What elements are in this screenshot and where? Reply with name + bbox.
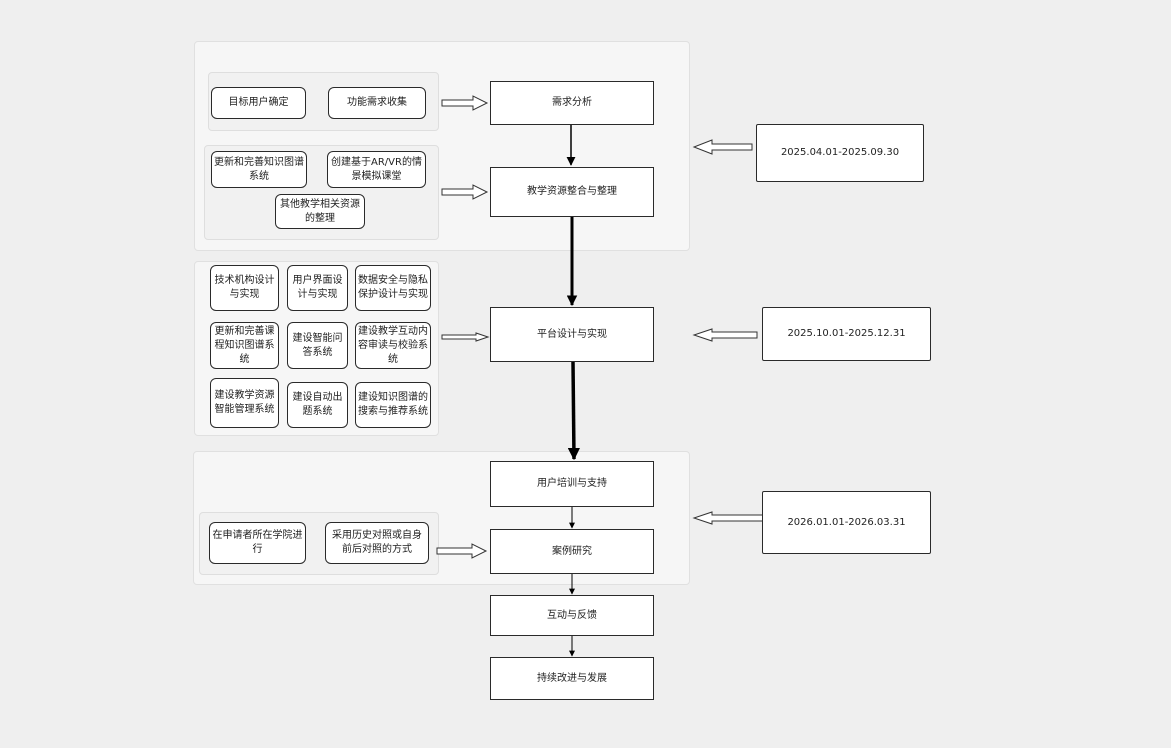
task-kg-search[interactable]: 建设知识图谱的搜索与推荐系统 — [355, 382, 431, 428]
task-ui-design[interactable]: 用户界面设计与实现 — [287, 265, 348, 311]
task-ar-vr-classroom[interactable]: 创建基于AR/VR的情景模拟课堂 — [327, 151, 426, 188]
task-smart-qa[interactable]: 建设智能问答系统 — [287, 322, 348, 369]
arrow-platform-to-training — [567, 361, 581, 461]
step-user-training[interactable]: 用户培训与支持 — [490, 461, 654, 507]
date-range-phase2[interactable]: 2025.10.01-2025.12.31 — [762, 307, 931, 361]
task-course-kg[interactable]: 更新和完善课程知识图谱系统 — [210, 322, 279, 369]
task-data-security[interactable]: 数据安全与隐私保护设计与实现 — [355, 265, 431, 311]
task-college-case[interactable]: 在申请者所在学院进行 — [209, 522, 306, 564]
step-requirements-analysis[interactable]: 需求分析 — [490, 81, 654, 125]
task-collect-needs[interactable]: 功能需求收集 — [328, 87, 426, 119]
step-resource-integration[interactable]: 教学资源整合与整理 — [490, 167, 654, 217]
step-continuous-improvement[interactable]: 持续改进与发展 — [490, 657, 654, 700]
step-platform-design[interactable]: 平台设计与实现 — [490, 307, 654, 362]
task-architecture[interactable]: 技术机构设计与实现 — [210, 265, 279, 311]
task-target-users[interactable]: 目标用户确定 — [211, 87, 306, 119]
step-interaction-feedback[interactable]: 互动与反馈 — [490, 595, 654, 636]
hollow-arrow-platform-tasks — [441, 332, 490, 342]
task-resource-management[interactable]: 建设教学资源智能管理系统 — [210, 378, 279, 428]
date-range-phase3[interactable]: 2026.01.01-2026.03.31 — [762, 491, 931, 554]
hollow-arrow-date2 — [692, 328, 758, 342]
task-comparison-method[interactable]: 采用历史对照或自身前后对照的方式 — [325, 522, 429, 564]
hollow-arrow-date3 — [692, 511, 764, 525]
step-case-study[interactable]: 案例研究 — [490, 529, 654, 574]
task-other-resources[interactable]: 其他教学相关资源的整理 — [275, 194, 365, 229]
task-content-review[interactable]: 建设教学互动内容审读与校验系统 — [355, 322, 431, 369]
task-kg-update[interactable]: 更新和完善知识图谱系统 — [211, 151, 307, 188]
hollow-arrow-date1 — [692, 139, 753, 155]
task-auto-quiz[interactable]: 建设自动出题系统 — [287, 382, 348, 428]
date-range-phase1[interactable]: 2025.04.01-2025.09.30 — [756, 124, 924, 182]
